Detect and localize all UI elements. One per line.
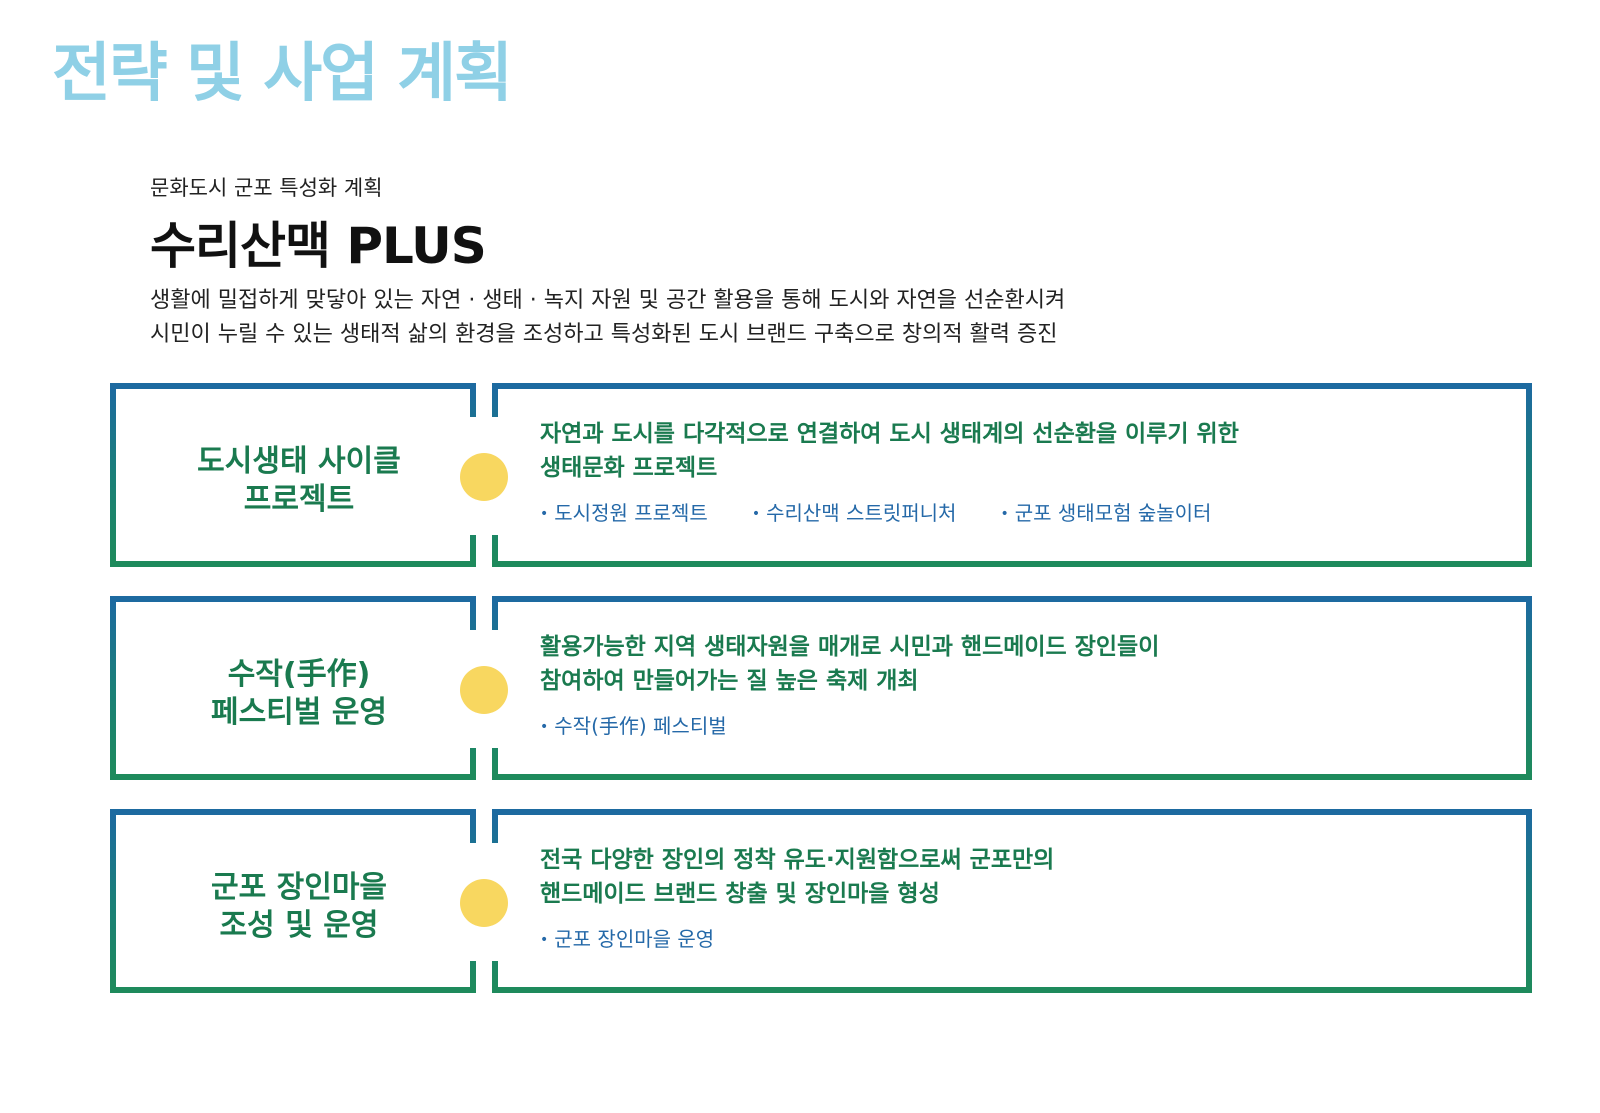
strategy-label-line: 군포 장인마을 [210, 870, 388, 905]
strategy-items: 군포 장인마을 운영 [540, 923, 1500, 952]
strategy-row-artisan-village: 군포 장인마을 조성 및 운영 전국 다양한 장인의 정착 유도·지원함으로써 … [110, 809, 1532, 993]
strategy-label-box: 군포 장인마을 조성 및 운영 [110, 809, 476, 993]
intro-section: 문화도시 군포 특성화 계획 수리산맥 PLUS 생활에 밀접하게 맞닿아 있는… [150, 172, 1450, 352]
strategy-description: 활용가능한 지역 생태자원을 매개로 시민과 핸드메이드 장인들이 참여하여 만… [540, 630, 1500, 698]
connector-dot-icon [460, 666, 508, 714]
strategy-row-handmade-festival: 수작(手作) 페스티벌 운영 활용가능한 지역 생태자원을 매개로 시민과 핸드… [110, 596, 1532, 780]
strategy-description-line: 활용가능한 지역 생태자원을 매개로 시민과 핸드메이드 장인들이 [540, 634, 1160, 660]
intro-title: 수리산맥 PLUS [150, 217, 487, 275]
strategy-label-line: 페스티벌 운영 [210, 695, 388, 730]
strategy-label-line: 수작(手作) [227, 657, 371, 692]
strategy-detail: 전국 다양한 장인의 정착 유도·지원함으로써 군포만의 핸드메이드 브랜드 창… [540, 843, 1500, 952]
strategy-item: 군포 생태모험 숲놀이터 [1000, 497, 1212, 526]
strategy-description-line: 생태문화 프로젝트 [540, 455, 718, 481]
strategy-label: 수작(手作) 페스티벌 운영 [122, 608, 476, 780]
strategy-label: 도시생태 사이클 프로젝트 [122, 395, 476, 567]
strategy-item: 수작(手作) 페스티벌 [540, 710, 726, 739]
strategy-label-line: 도시생태 사이클 [197, 444, 401, 479]
strategy-detail: 활용가능한 지역 생태자원을 매개로 시민과 핸드메이드 장인들이 참여하여 만… [540, 630, 1500, 739]
page-title: 전략 및 사업 계획 [52, 37, 513, 111]
strategy-item: 군포 장인마을 운영 [540, 923, 714, 952]
strategy-label: 군포 장인마을 조성 및 운영 [122, 821, 476, 993]
strategy-detail-box: 전국 다양한 장인의 정착 유도·지원함으로써 군포만의 핸드메이드 브랜드 창… [492, 809, 1532, 993]
strategy-label-line: 프로젝트 [243, 482, 355, 517]
strategy-label-box: 도시생태 사이클 프로젝트 [110, 383, 476, 567]
strategy-items: 도시정원 프로젝트 수리산맥 스트릿퍼니처 군포 생태모험 숲놀이터 [540, 497, 1500, 526]
strategy-description-line: 자연과 도시를 다각적으로 연결하여 도시 생태계의 선순환을 이루기 위한 [540, 421, 1239, 447]
intro-subtitle: 문화도시 군포 특성화 계획 [150, 176, 383, 200]
strategy-description-line: 전국 다양한 장인의 정착 유도·지원함으로써 군포만의 [540, 847, 1055, 873]
connector-dot-icon [460, 453, 508, 501]
intro-description-line: 생활에 밀접하게 맞닿아 있는 자연 · 생태 · 녹지 자원 및 공간 활용을… [150, 288, 1066, 313]
strategy-detail-box: 활용가능한 지역 생태자원을 매개로 시민과 핸드메이드 장인들이 참여하여 만… [492, 596, 1532, 780]
strategy-item: 도시정원 프로젝트 [540, 497, 708, 526]
strategy-description: 전국 다양한 장인의 정착 유도·지원함으로써 군포만의 핸드메이드 브랜드 창… [540, 843, 1500, 911]
strategy-description-line: 핸드메이드 브랜드 창출 및 장인마을 형성 [540, 881, 940, 907]
intro-description: 생활에 밀접하게 맞닿아 있는 자연 · 생태 · 녹지 자원 및 공간 활용을… [150, 284, 1450, 352]
intro-description-line: 시민이 누릴 수 있는 생태적 삶의 환경을 조성하고 특성화된 도시 브랜드 … [150, 322, 1058, 347]
strategy-description: 자연과 도시를 다각적으로 연결하여 도시 생태계의 선순환을 이루기 위한 생… [540, 417, 1500, 485]
connector-dot-icon [460, 879, 508, 927]
strategy-row-urban-ecology: 도시생태 사이클 프로젝트 자연과 도시를 다각적으로 연결하여 도시 생태계의… [110, 383, 1532, 567]
strategy-items: 수작(手作) 페스티벌 [540, 710, 1500, 739]
strategy-detail: 자연과 도시를 다각적으로 연결하여 도시 생태계의 선순환을 이루기 위한 생… [540, 417, 1500, 526]
strategy-item: 수리산맥 스트릿퍼니처 [752, 497, 956, 526]
strategy-label-box: 수작(手作) 페스티벌 운영 [110, 596, 476, 780]
strategy-label-line: 조성 및 운영 [219, 908, 379, 943]
strategy-detail-box: 자연과 도시를 다각적으로 연결하여 도시 생태계의 선순환을 이루기 위한 생… [492, 383, 1532, 567]
strategy-description-line: 참여하여 만들어가는 질 높은 축제 개최 [540, 668, 919, 694]
